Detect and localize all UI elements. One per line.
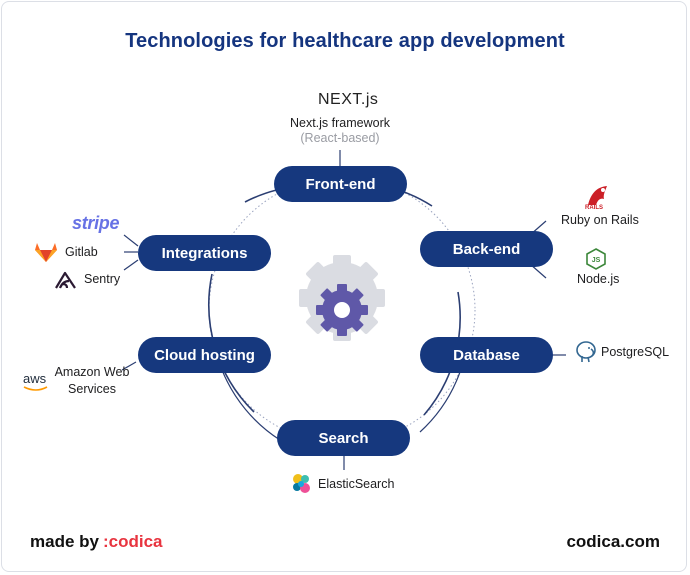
frontend-pill: Front-end <box>274 166 407 202</box>
search-pill: Search <box>277 420 410 456</box>
aws-label-line2: Services <box>68 382 116 396</box>
sentry-logo-icon <box>55 271 76 289</box>
aws-label-line1: Amazon Web <box>54 365 130 379</box>
elasticsearch-logo-icon <box>293 474 310 493</box>
sentry-label: Sentry <box>84 272 121 286</box>
nextjs-label: Next.js framework <box>289 116 391 130</box>
integrations-pill: Integrations <box>138 235 271 271</box>
nodejs-label: Node.js <box>577 272 620 286</box>
svg-text:JS: JS <box>592 257 601 264</box>
rails-logo-icon <box>588 186 607 205</box>
cloud-hosting-pill: Cloud hosting <box>138 337 271 373</box>
made-by-footer: made by:codica <box>30 532 163 552</box>
backend-pill: Back-end <box>420 231 553 267</box>
gear-icon <box>299 255 385 341</box>
gitlab-label: Gitlab <box>65 245 98 259</box>
rails-label: Ruby on Rails <box>561 213 639 227</box>
database-pill: Database <box>420 337 553 373</box>
diagram-title: Technologies for healthcare app developm… <box>125 30 565 52</box>
codica-brand: :codica <box>102 532 163 551</box>
stripe-logo: stripe <box>72 213 120 233</box>
postgresql-elephant-icon <box>576 341 596 363</box>
aws-smile-icon <box>23 386 48 391</box>
nodejs-logo-icon: JS <box>586 248 606 270</box>
made-by-text: made by <box>30 532 99 551</box>
postgresql-label: PostgreSQL <box>601 345 670 359</box>
aws-logo-icon: aws <box>23 371 47 386</box>
gitlab-logo-icon <box>35 243 57 262</box>
rails-logo-text: RAILS <box>585 205 603 211</box>
nextjs-note: (React-based) <box>300 131 380 145</box>
nextjs-logo-icon: NEXT.js <box>318 91 379 108</box>
elasticsearch-label: ElasticSearch <box>318 477 395 491</box>
site-url: codica.com <box>566 532 660 551</box>
